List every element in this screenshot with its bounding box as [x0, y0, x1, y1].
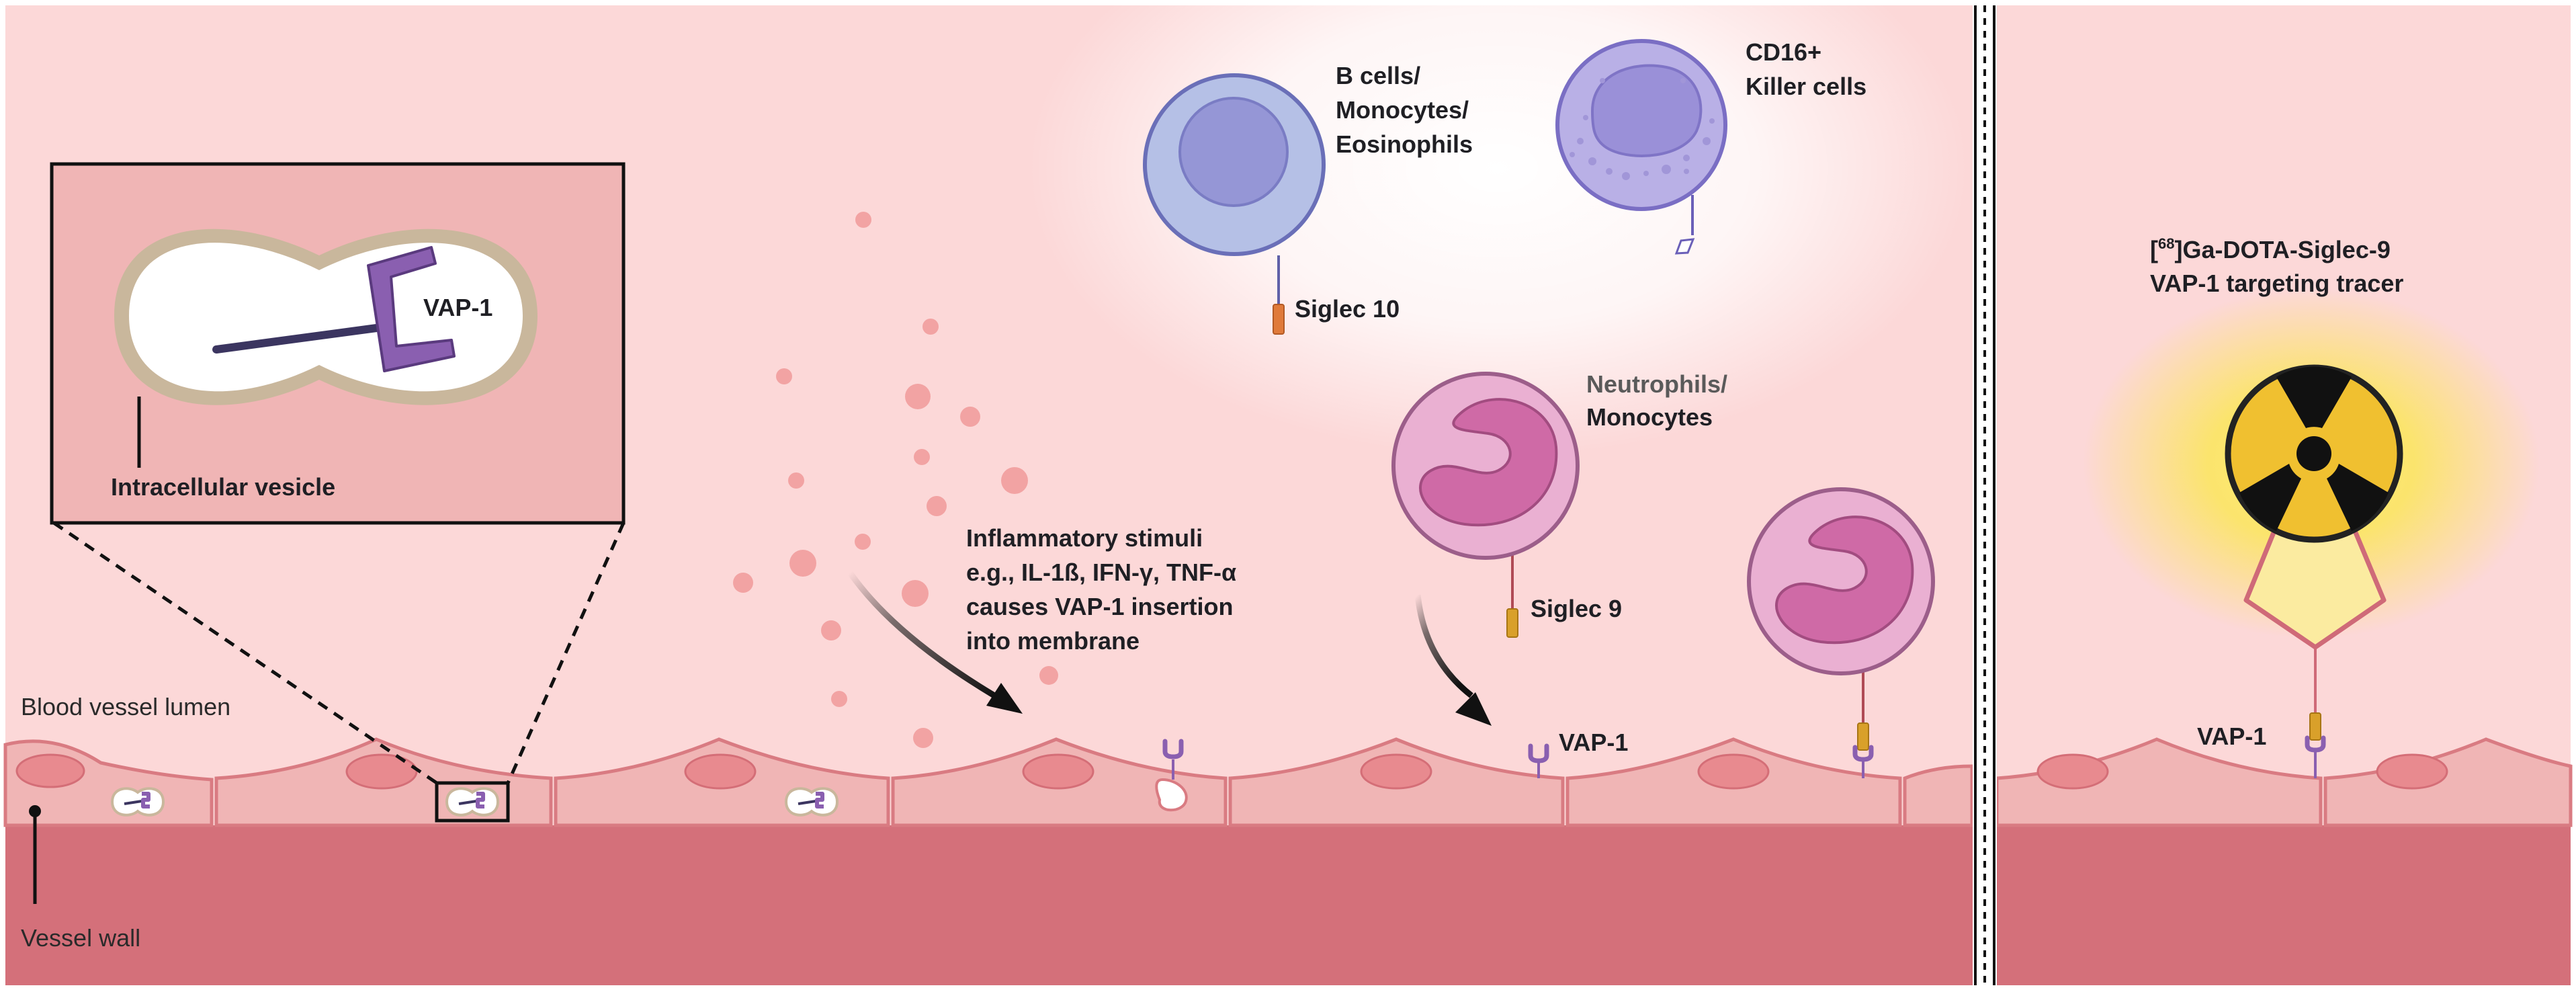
- cd16-receptor: [1674, 238, 1695, 255]
- endothelial-cell: [2323, 737, 2573, 827]
- recruit-arrowhead: [1455, 692, 1492, 726]
- vap1-inset-label: VAP-1: [423, 294, 492, 321]
- small-vesicle: [110, 787, 165, 817]
- wall-label: Vessel wall: [21, 924, 140, 952]
- endothelial-cell: [1228, 737, 1565, 827]
- nk-cell-label: CD16+ Killer cells: [1746, 38, 1866, 100]
- vap1-anchor: [212, 323, 386, 354]
- vap1-membrane-label: VAP-1: [1559, 729, 1628, 756]
- cytokine-particles: [733, 212, 1058, 748]
- fusing-vesicle: [1155, 739, 1188, 812]
- stimulus-arrow: [847, 571, 996, 698]
- small-vesicle: [784, 787, 839, 817]
- stimulus-arrowhead: [986, 683, 1023, 714]
- bound-neutrophil-cell: [1747, 487, 1935, 778]
- siglec10-receptor: [1273, 304, 1285, 335]
- nk-cell: [1555, 39, 1727, 255]
- trefoil-blade: [2239, 464, 2301, 531]
- neutrophil-label: Neutrophils/ Monocytes: [1586, 370, 1734, 431]
- zoom-line-right: [506, 522, 626, 784]
- vap1-tracer-label: VAP-1: [2197, 722, 2266, 750]
- lumen-label: Blood vessel lumen: [21, 693, 230, 720]
- b-cell-nucleus: [1178, 97, 1289, 207]
- zoom-line-left: [52, 521, 438, 785]
- endothelial-cell: [891, 737, 1228, 827]
- b-cell-label: B cells/ Monocytes/ Eosinophils: [1336, 62, 1475, 158]
- endothelial-cell: [1995, 737, 2323, 827]
- radiotracer: [2225, 364, 2403, 778]
- vesicle-label: Intracellular vesicle: [111, 473, 335, 501]
- b-cell: [1143, 73, 1326, 335]
- neutrophil-cell: [1391, 372, 1580, 638]
- recruit-arrow: [1414, 594, 1473, 698]
- inflammatory-stimuli-label: Inflammatory stimuli e.g., IL-1ß, IFN-γ,…: [966, 524, 1243, 655]
- vap1-membrane-protein: [1528, 743, 1549, 778]
- zoomed-small-vesicle: [445, 787, 500, 817]
- tracer-subtitle: VAP-1 targeting tracer: [2150, 270, 2403, 297]
- tracer-title: [68]Ga-DOTA-Siglec-9: [2150, 235, 2391, 263]
- nk-cell-nucleus: [1590, 64, 1703, 157]
- neutrophil-nucleus: [1419, 398, 1558, 527]
- siglec9-label: Siglec 9: [1531, 595, 1622, 622]
- siglec10-label: Siglec 10: [1295, 295, 1400, 323]
- endothelial-cell: [1903, 764, 1974, 827]
- vessel-wall: [5, 825, 2571, 985]
- endothelial-layer: [3, 737, 2573, 827]
- siglec9-receptor: [1506, 608, 1518, 638]
- vap1-protein: [367, 246, 456, 372]
- trefoil-blade: [2327, 464, 2389, 531]
- zoom-source-box: [435, 781, 510, 823]
- trefoil-blade: [2276, 366, 2352, 428]
- vesicle-inset: VAP-1 Intracellular vesicle: [50, 162, 626, 525]
